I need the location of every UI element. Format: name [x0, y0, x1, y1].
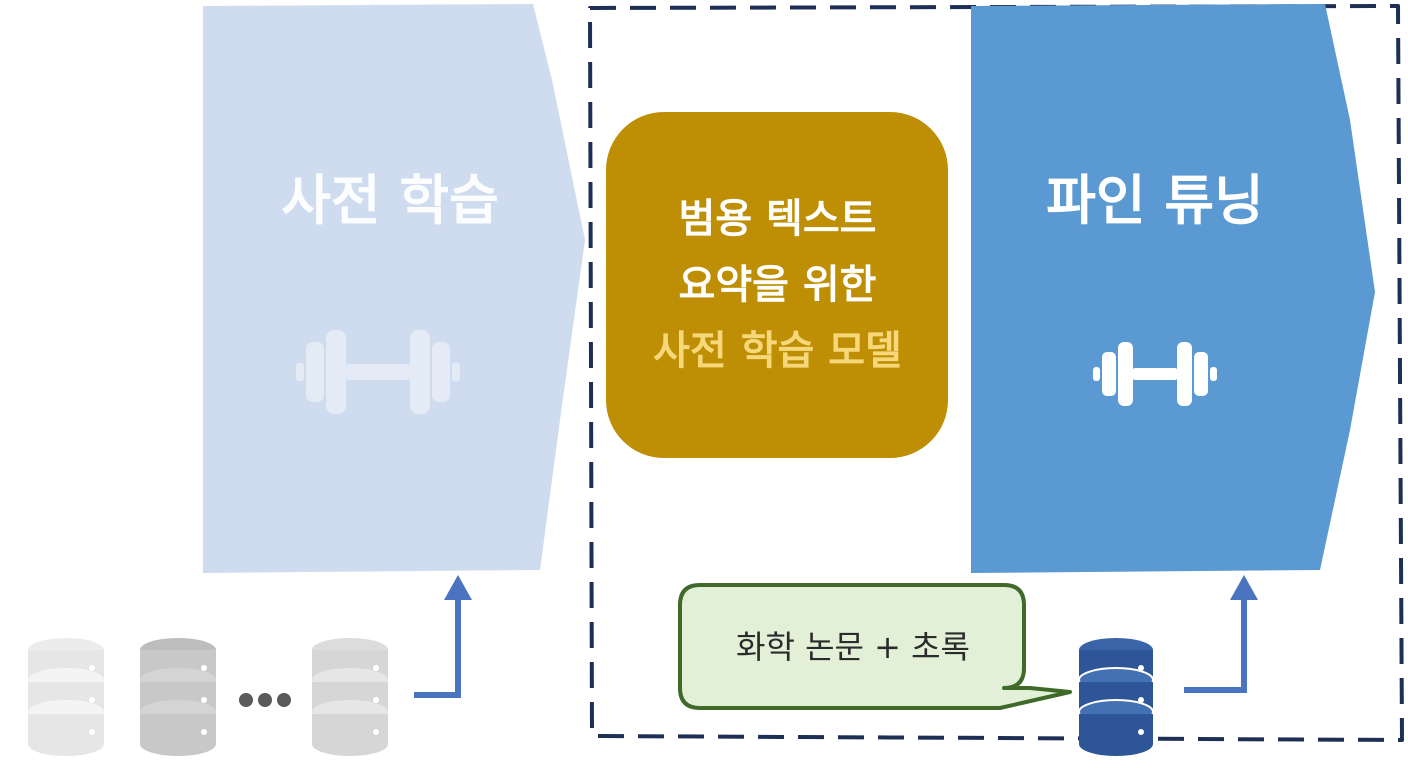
pretrain-arrow-shape: [203, 4, 585, 573]
model-line-1: 범용 텍스트: [678, 196, 877, 242]
model-line-3: 사전 학습 모델: [653, 328, 902, 374]
model-box: [606, 112, 948, 458]
pretrain-title: 사전 학습: [281, 168, 499, 232]
finetune-title: 파인 튜닝: [1046, 168, 1264, 232]
database-icon: [28, 638, 104, 756]
arrow-up-icon: [1184, 575, 1258, 693]
dumbbell-icon: [296, 330, 460, 414]
finetune-arrow-shape: [971, 4, 1375, 573]
ellipsis-icon: [239, 693, 291, 707]
database-icon: [140, 638, 216, 756]
dumbbell-icon: [1093, 342, 1217, 406]
model-box-label: 범용 텍스트 요약을 위한 사전 학습 모델: [610, 185, 945, 385]
model-line-2: 요약을 위한: [678, 262, 877, 308]
arrow-up-icon: [414, 575, 472, 698]
dataset-bubble-text: 화학 논문 + 초록: [736, 628, 970, 666]
database-icon: [312, 638, 388, 756]
database-icon: [1078, 638, 1154, 756]
dataset-speech-bubble: [678, 583, 1072, 710]
